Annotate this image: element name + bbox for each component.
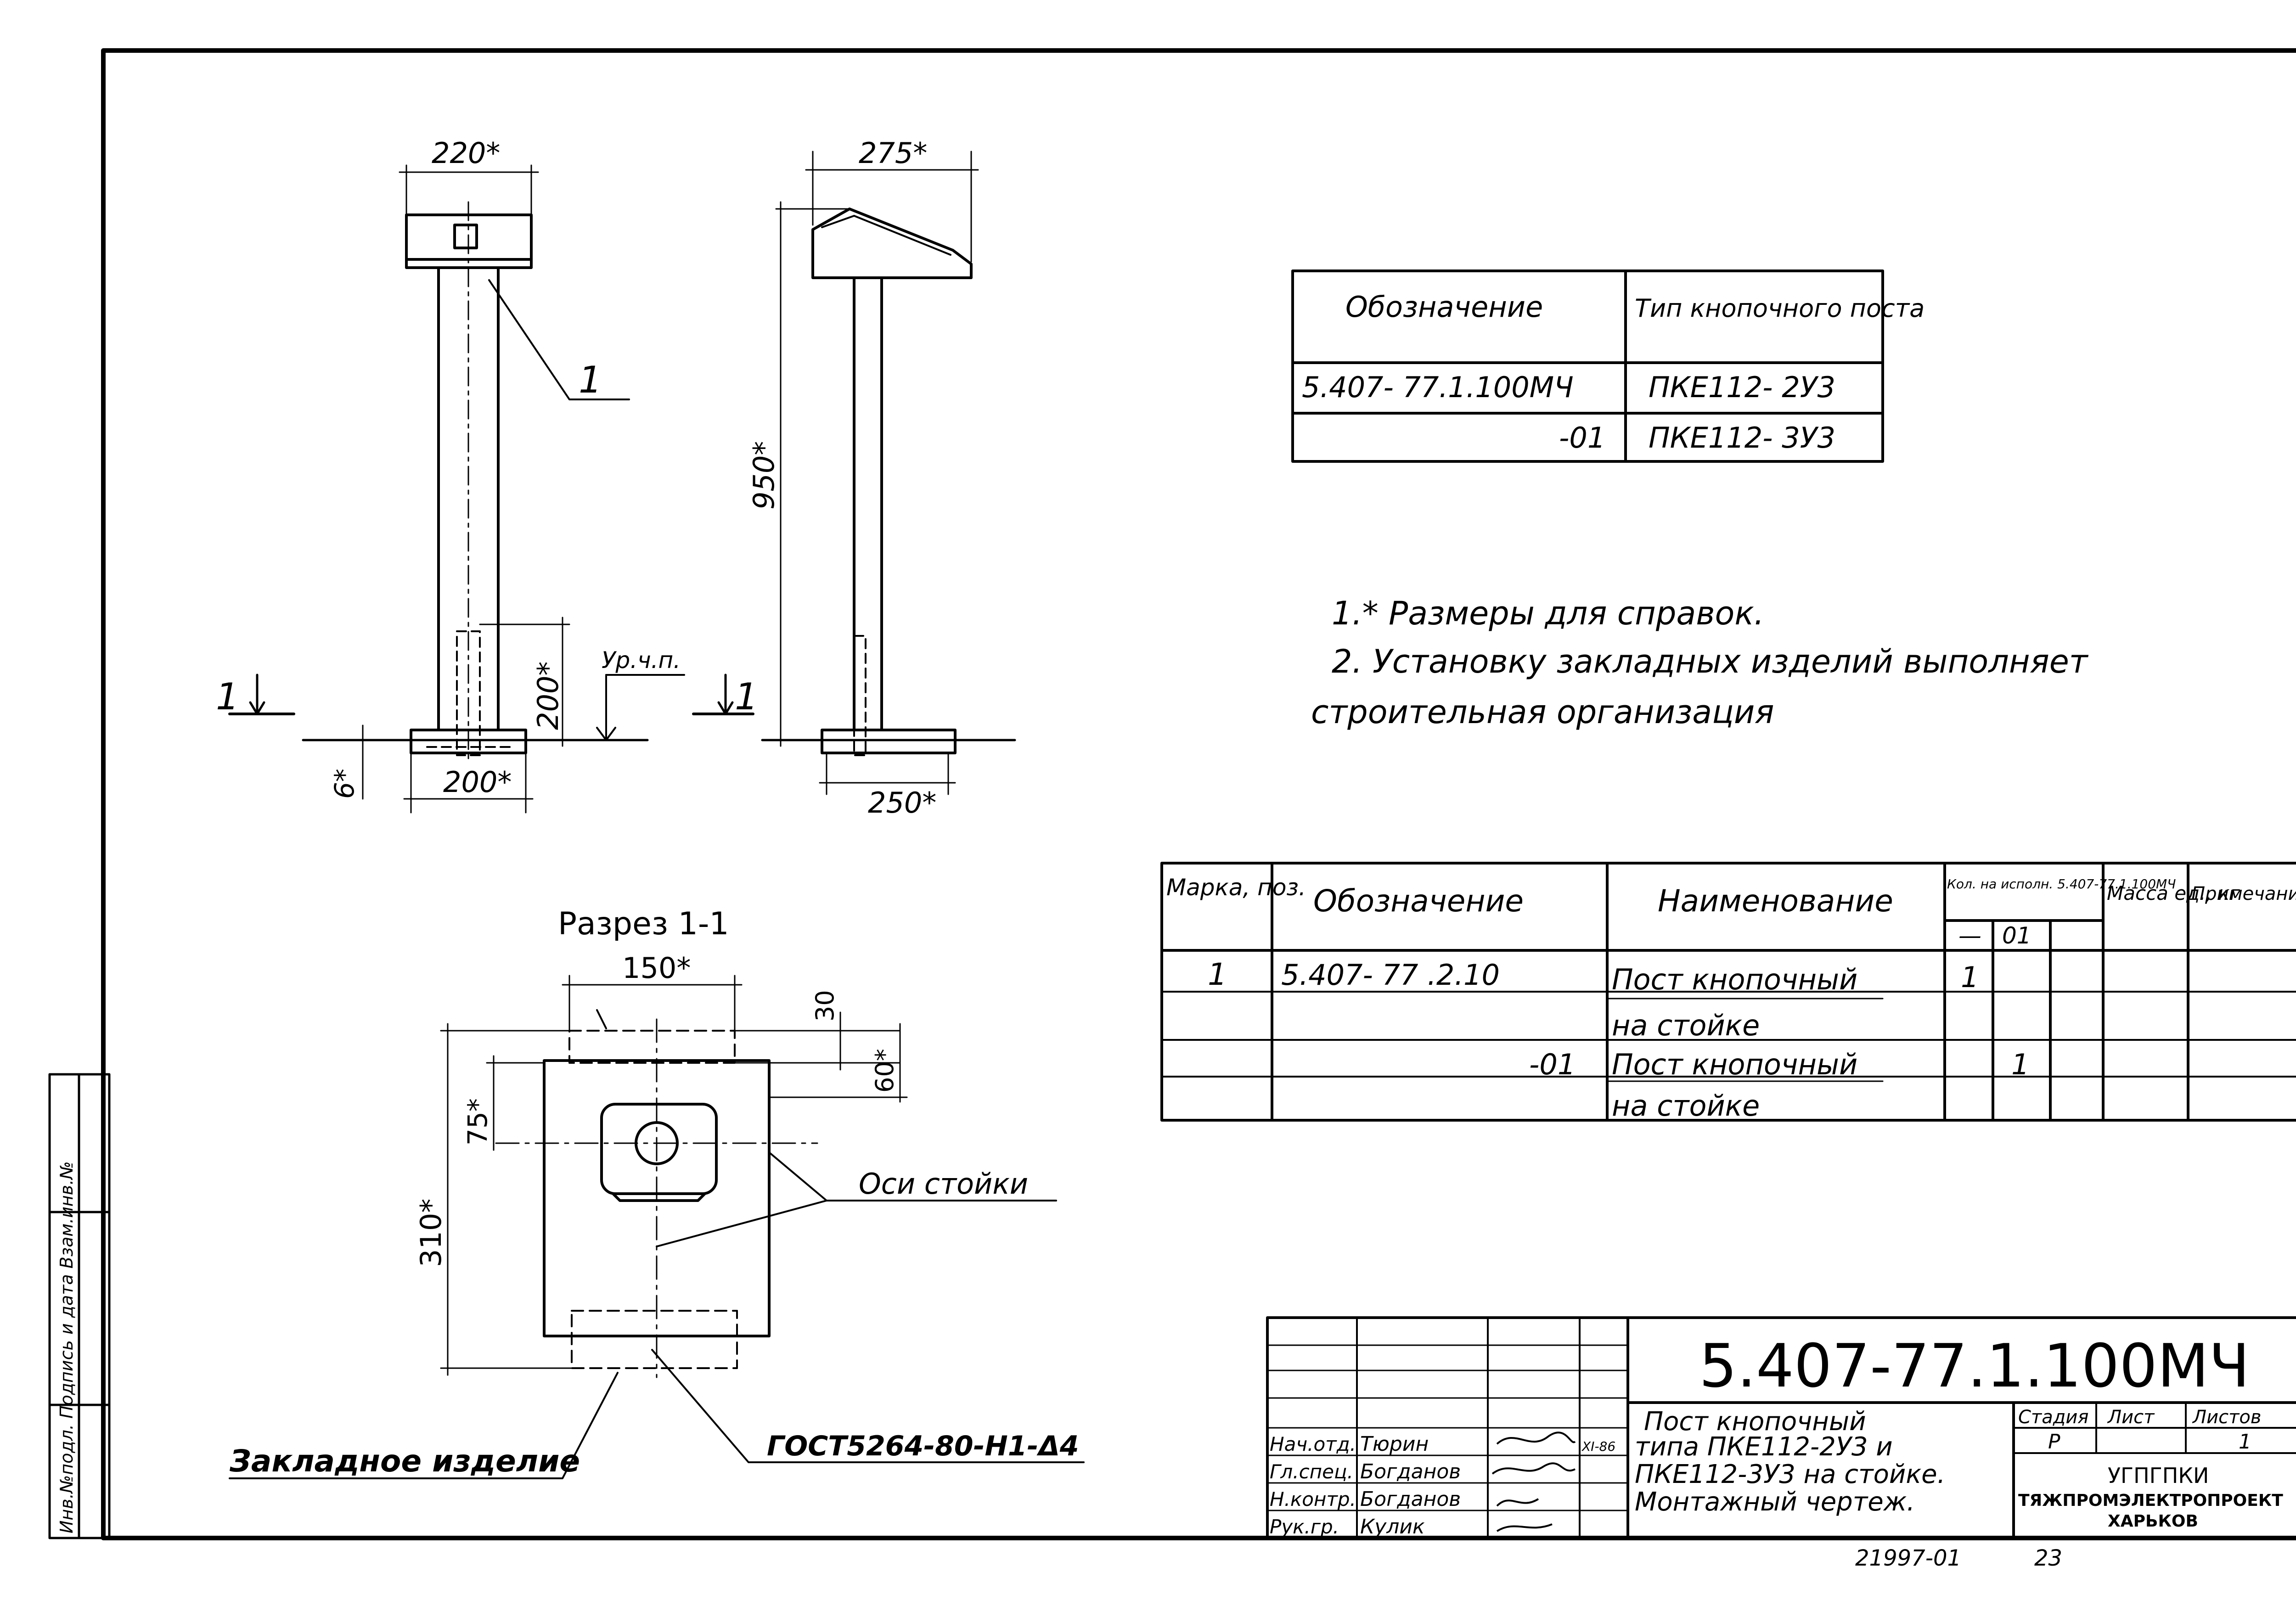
- front-dim-bottom: 200*: [443, 765, 512, 799]
- note-1: 1.* Размеры для справок.: [1332, 595, 1764, 632]
- title-block-sheets: 1: [2239, 1430, 2251, 1454]
- type-table-header-type: Тип кнопочного поста: [1635, 294, 1925, 323]
- spec-r3-designation: -01: [1529, 1048, 1576, 1081]
- side-dim-top: 275*: [859, 136, 927, 170]
- spec-header-name: Наименование: [1658, 883, 1893, 919]
- role-4: Рук.гр.: [1270, 1516, 1339, 1538]
- signature-4: [1496, 1523, 1553, 1532]
- margin-stamp-text: Инв.№подл. Подпись и дата Взам.инв.№: [56, 1161, 77, 1533]
- footer-page: 23: [2034, 1545, 2062, 1571]
- title-block-grid: [1266, 1316, 2296, 1539]
- title-block-line-1: Пост кнопочный: [1644, 1407, 1866, 1437]
- spec-header-mass: Масса ед., кг: [2107, 882, 2240, 904]
- title-block-sheets-label: Листов: [2192, 1407, 2261, 1428]
- front-leader-label: 1: [579, 359, 602, 401]
- title-block-line-3: ПКЕ112-3У3 на стойке.: [1635, 1460, 1945, 1489]
- title-block-org-2: ТЯЖПРОМЭЛЕКТРОПРОЕКТ: [2018, 1491, 2283, 1510]
- signature-3: [1496, 1498, 1539, 1507]
- role-2-name: Богданов: [1360, 1460, 1461, 1483]
- title-block-sheet-label: Лист: [2107, 1407, 2155, 1428]
- section-dim-width: 150*: [622, 951, 691, 985]
- title-block-line-4: Монтажный чертеж.: [1635, 1487, 1915, 1517]
- signature-1: [1496, 1432, 1576, 1445]
- type-table-header-designation: Обозначение: [1345, 290, 1543, 324]
- section-gost-label: ГОСТ5264-80-Н1-Δ4: [767, 1430, 1079, 1462]
- spec-r2-name: на стойке: [1612, 1009, 1760, 1042]
- section-embed-label: Закладное изделие: [229, 1443, 580, 1479]
- spec-r1-q1: 1: [1961, 960, 1979, 994]
- front-dim-depth: 6*: [329, 769, 360, 799]
- spec-r1-designation: 5.407- 77 .2.10: [1281, 958, 1500, 992]
- section-dim-75: 75*: [462, 1098, 493, 1145]
- section-dim-60: 60*: [870, 1049, 899, 1093]
- title-block-org-1: УГПГПКИ: [2108, 1463, 2209, 1488]
- footer-inv: 21997-01: [1855, 1545, 1961, 1571]
- spec-r1-name: Пост кнопочный: [1612, 963, 1857, 996]
- type-table-r2-type: ПКЕ112- 3У3: [1649, 421, 1835, 455]
- front-section-mark-left: 1: [216, 675, 239, 718]
- section-dim-30: 30: [810, 990, 839, 1022]
- front-view: [228, 164, 754, 814]
- spec-header-qty: Кол. на исполн. 5.407-77.1.100МЧ: [1947, 876, 2176, 892]
- type-table-r1-type: ПКЕ112- 2У3: [1649, 371, 1835, 404]
- title-block-org-3: ХАРЬКОВ: [2108, 1512, 2198, 1531]
- margin-stamp: [48, 1073, 111, 1539]
- type-table-r2-designation: -01: [1559, 421, 1605, 455]
- note-2a: 2. Установку закладных изделий выполняет: [1332, 643, 2089, 680]
- role-4-name: Кулик: [1360, 1515, 1425, 1538]
- title-block-stage-label: Стадия: [2018, 1407, 2088, 1428]
- type-table-r1-designation: 5.407- 77.1.100МЧ: [1302, 371, 1574, 404]
- section-dim-310: 310*: [414, 1199, 448, 1267]
- section-axes-label: Оси стойки: [859, 1167, 1028, 1201]
- role-3-name: Богданов: [1360, 1488, 1461, 1511]
- spec-table-grid: [1160, 862, 2296, 1122]
- spec-header-note: Примечание: [2191, 883, 2296, 904]
- spec-header-qty-sub2: 01: [2002, 922, 2032, 949]
- front-dim-top: 220*: [432, 136, 500, 170]
- spec-header-mark: Марка, поз.: [1166, 874, 1306, 901]
- title-block-line-2: типа ПКЕ112-2У3 и: [1635, 1432, 1893, 1462]
- spec-r3-q2: 1: [2011, 1048, 2029, 1081]
- note-2b: строительная организация: [1311, 693, 1774, 731]
- title-block-code: 5.407-77.1.100МЧ: [1699, 1331, 2250, 1401]
- role-1-name: Тюрин: [1360, 1432, 1429, 1456]
- front-section-mark-right: 1: [735, 675, 758, 718]
- side-dim-bottom: 250*: [868, 786, 936, 820]
- role-1: Нач.отд.: [1270, 1433, 1356, 1455]
- title-block-date: XI-86: [1581, 1439, 1615, 1454]
- role-2: Гл.спец.: [1270, 1460, 1353, 1483]
- front-level-label: Ур.ч.п.: [602, 647, 681, 674]
- side-dim-height: 950*: [747, 441, 781, 510]
- spec-header-qty-sub1: —: [1958, 922, 1981, 949]
- section-title: Разрез 1-1: [558, 906, 729, 942]
- front-dim-embed: 200*: [531, 662, 565, 730]
- side-view: [761, 151, 1016, 795]
- spec-header-designation: Обозначение: [1313, 883, 1524, 919]
- sheet-frame: [101, 48, 2296, 1540]
- spec-r1-mark: 1: [1208, 957, 1227, 992]
- section-view: [229, 975, 1085, 1479]
- title-block-stage: Р: [2048, 1430, 2060, 1454]
- signature-2: [1491, 1462, 1576, 1475]
- spec-r4-name: на стойке: [1612, 1089, 1760, 1123]
- role-3: Н.контр.: [1270, 1488, 1356, 1510]
- spec-r3-name: Пост кнопочный: [1612, 1048, 1857, 1081]
- type-table-grid: [1291, 269, 1884, 463]
